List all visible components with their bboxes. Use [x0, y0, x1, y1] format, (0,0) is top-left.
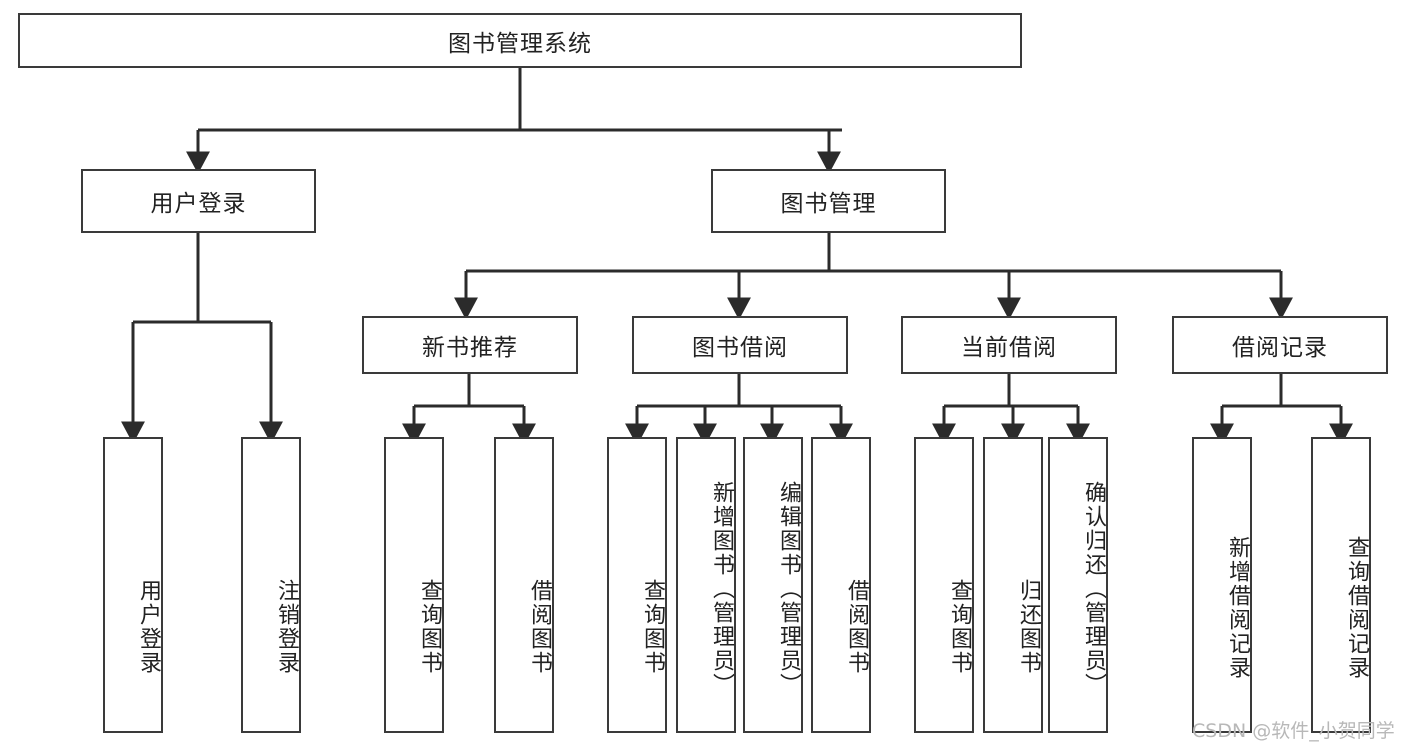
node-label: 借阅记录 — [1232, 335, 1328, 361]
node-label: 新增图书（管理员） — [709, 481, 734, 697]
node-label: 新书推荐 — [422, 335, 518, 361]
leaf-current-query-book[interactable]: 查询图书 — [914, 437, 974, 733]
node-label: 图书管理系统 — [448, 30, 592, 57]
leaf-borrow-query-book[interactable]: 查询图书 — [607, 437, 667, 733]
leaf-borrow-add-book-admin[interactable]: 新增图书（管理员） — [676, 437, 736, 733]
leaf-recommend-borrow-book[interactable]: 借阅图书 — [494, 437, 554, 733]
node-label: 注销登录 — [274, 579, 299, 675]
node-user-login[interactable]: 用户登录 — [81, 169, 316, 233]
node-label: 确认归还（管理员） — [1081, 481, 1106, 697]
node-root-system[interactable]: 图书管理系统 — [18, 13, 1022, 68]
node-label: 编辑图书（管理员） — [776, 481, 801, 697]
node-label: 查询图书 — [417, 579, 442, 675]
node-label: 用户登录 — [136, 579, 161, 675]
leaf-current-confirm-return-admin[interactable]: 确认归还（管理员） — [1048, 437, 1108, 733]
node-label: 图书借阅 — [692, 335, 788, 361]
leaf-borrow-edit-book-admin[interactable]: 编辑图书（管理员） — [743, 437, 803, 733]
node-label: 查询借阅记录 — [1344, 536, 1369, 680]
leaf-record-add-record[interactable]: 新增借阅记录 — [1192, 437, 1252, 733]
node-borrow-record[interactable]: 借阅记录 — [1172, 316, 1388, 374]
leaf-current-return-book[interactable]: 归还图书 — [983, 437, 1043, 733]
leaf-user-login-logout[interactable]: 注销登录 — [241, 437, 301, 733]
node-label: 借阅图书 — [527, 579, 552, 675]
leaf-record-query-record[interactable]: 查询借阅记录 — [1311, 437, 1371, 733]
leaf-borrow-borrow-book[interactable]: 借阅图书 — [811, 437, 871, 733]
node-book-management[interactable]: 图书管理 — [711, 169, 946, 233]
node-label: 用户登录 — [150, 191, 247, 217]
node-new-book-recommend[interactable]: 新书推荐 — [362, 316, 578, 374]
node-label: 当前借阅 — [961, 335, 1057, 361]
leaf-user-login-login[interactable]: 用户登录 — [103, 437, 163, 733]
node-label: 新增借阅记录 — [1225, 536, 1250, 680]
node-label: 归还图书 — [1016, 579, 1041, 675]
node-label: 借阅图书 — [844, 579, 869, 675]
node-label: 图书管理 — [780, 191, 877, 217]
node-label: 查询图书 — [640, 579, 665, 675]
csdn-watermark: CSDN @软件_小贺同学 — [1192, 720, 1395, 742]
node-current-borrow[interactable]: 当前借阅 — [901, 316, 1117, 374]
node-book-borrow[interactable]: 图书借阅 — [632, 316, 848, 374]
node-label: 查询图书 — [947, 579, 972, 675]
leaf-recommend-query-book[interactable]: 查询图书 — [384, 437, 444, 733]
